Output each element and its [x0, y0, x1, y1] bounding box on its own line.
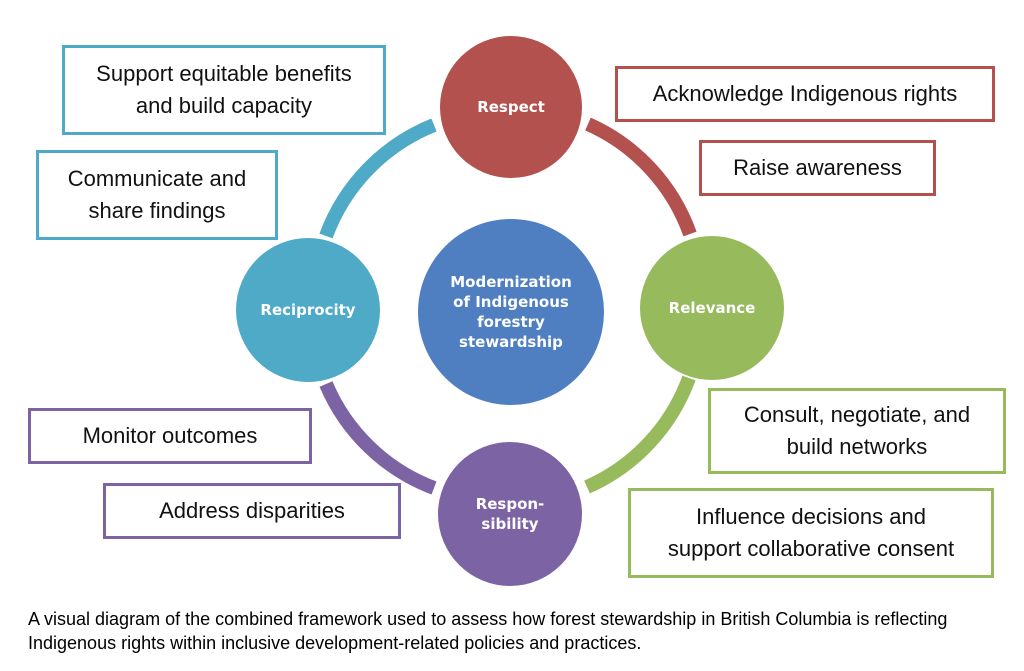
box-communicate-share-findings-text: Communicate and share findings [67, 166, 247, 223]
box-monitor-outcomes-text: Monitor outcomes [82, 423, 258, 448]
box-influence-decisions-text: Influence decisions and support collabor… [667, 504, 955, 561]
responsibility-node: Respon- sibility [438, 442, 582, 586]
box-consult-negotiate-text: Consult, negotiate, and build networks [743, 402, 971, 459]
box-address-disparities-text: Address disparities [159, 498, 345, 523]
box-support-equitable-benefits: Support equitable benefits and build cap… [62, 45, 386, 135]
arc-respect-to-relevance [585, 117, 697, 237]
responsibility-node-label: Respon- sibility [475, 495, 545, 533]
box-monitor-outcomes: Monitor outcomes [28, 408, 312, 464]
box-support-equitable-benefits-text: Support equitable benefits and build cap… [96, 61, 352, 118]
box-consult-negotiate: Consult, negotiate, and build networks [708, 388, 1006, 474]
relevance-node-label: Relevance [668, 299, 756, 317]
arc-responsibility-to-reciprocity [319, 381, 437, 495]
box-communicate-share-findings: Communicate and share findings [36, 150, 278, 240]
arc-reciprocity-to-respect [319, 118, 437, 239]
box-acknowledge-indigenous-rights-text: Acknowledge Indigenous rights [652, 81, 958, 106]
respect-node-label: Respect [477, 98, 545, 116]
box-influence-decisions: Influence decisions and support collabor… [628, 488, 994, 578]
reciprocity-node-label: Reciprocity [260, 301, 356, 319]
box-acknowledge-indigenous-rights: Acknowledge Indigenous rights [615, 66, 995, 122]
center-node: Modernization of Indigenous forestry ste… [418, 219, 604, 405]
reciprocity-node: Reciprocity [236, 238, 380, 382]
figure-caption: A visual diagram of the combined framewo… [28, 609, 948, 653]
arc-relevance-to-responsibility [584, 375, 696, 494]
center-node-label: Modernization of Indigenous forestry ste… [450, 273, 572, 351]
relevance-node: Relevance [640, 236, 784, 380]
box-address-disparities: Address disparities [103, 483, 401, 539]
box-raise-awareness-text: Raise awareness [733, 155, 902, 180]
respect-node: Respect [440, 36, 582, 178]
box-raise-awareness: Raise awareness [699, 140, 936, 196]
